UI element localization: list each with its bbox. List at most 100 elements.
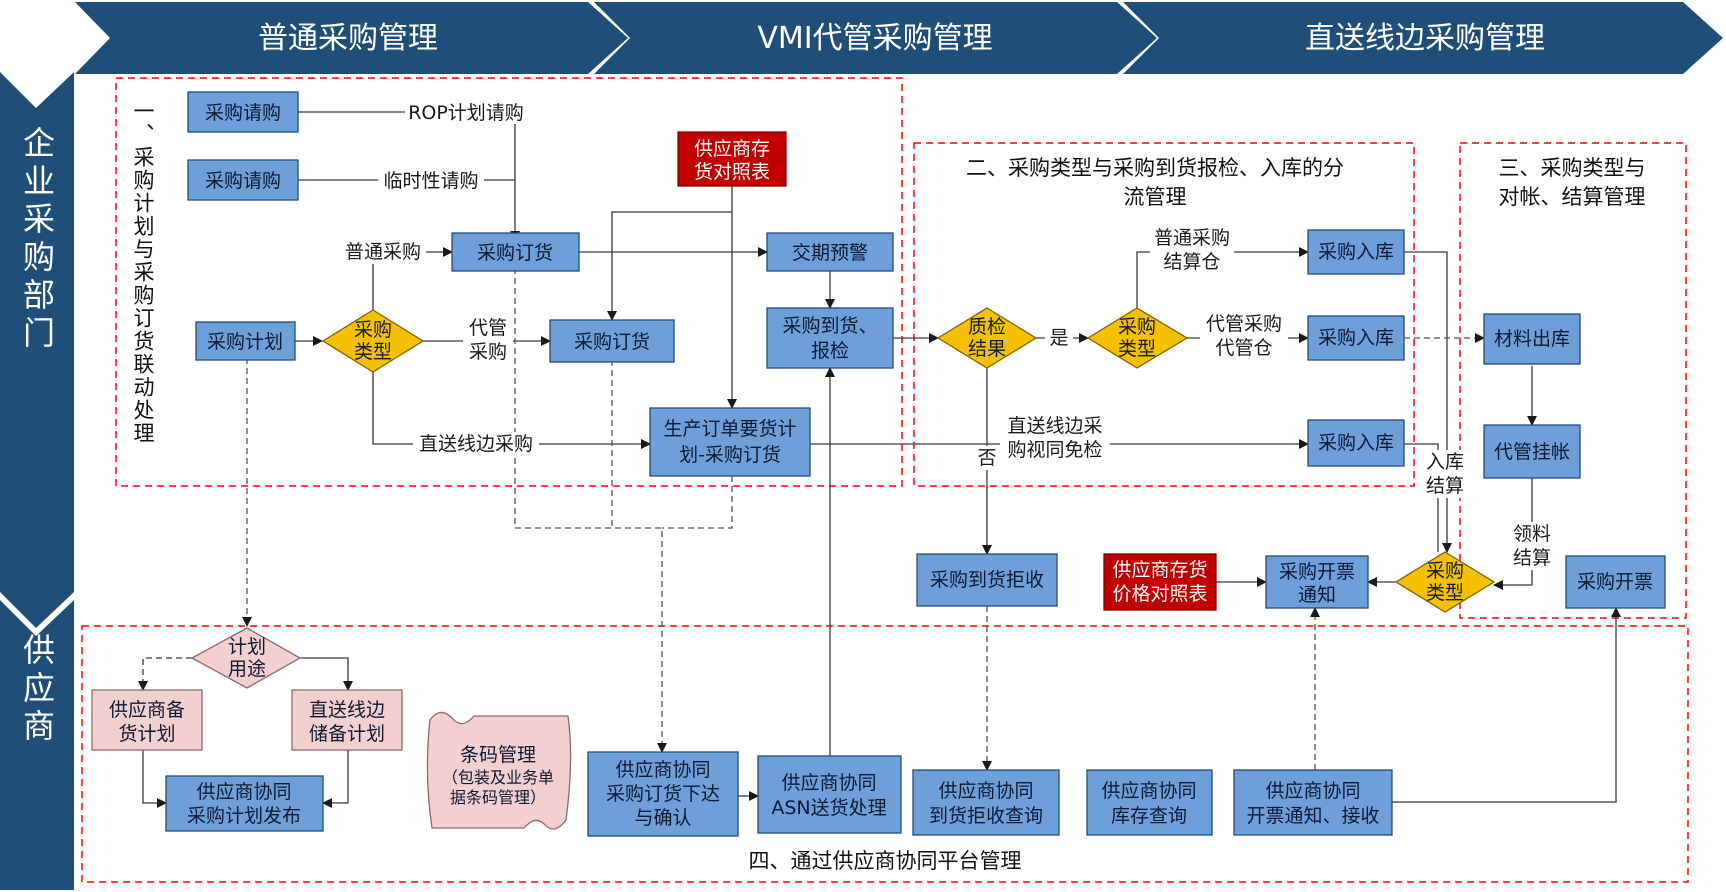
decision-ptype-label-2: 类型 — [354, 341, 392, 363]
box-price-table-label-1: 供应商存货 — [1112, 559, 1207, 581]
box-collab-reject — [912, 769, 1060, 836]
edge-label-in-settle-2: 结算 — [1426, 475, 1464, 497]
box-supplier-stock-table-label-1: 供应商存 — [694, 138, 770, 160]
box-collab-plan — [165, 775, 324, 832]
edge-use-sup — [138, 657, 192, 691]
box-collab-plan-label-2: 采购计划发布 — [187, 805, 301, 827]
header-tab-1-label: 普通采购管理 — [258, 21, 438, 56]
edge-stock-order2 — [607, 211, 732, 321]
edge-pick-settle — [1493, 478, 1533, 590]
box-prod-order-label-1: 生产订单要货计 — [663, 418, 796, 440]
box-direct-backup-label-1: 直送线边 — [309, 699, 385, 721]
edge-direct-collab — [322, 750, 349, 808]
edge-label-direct-free-1: 直送线边采 — [1007, 415, 1102, 437]
edge-label-normal-wh-1: 普通采购 — [1154, 227, 1230, 249]
section-2-title-line1: 二、采购类型与采购到货报检、入库的分 — [966, 156, 1344, 180]
header-tab-1 — [75, 2, 628, 74]
box-in3-label: 采购入库 — [1318, 432, 1394, 454]
box-req2 — [187, 159, 299, 201]
box-direct-backup — [291, 689, 403, 751]
box-arrival-label-1: 采购到货、 — [782, 315, 877, 337]
decision-qc — [936, 307, 1038, 369]
section-2-frame — [913, 142, 1415, 487]
box-invoice-notice-label-2: 通知 — [1298, 584, 1336, 606]
section-3-frame — [1459, 142, 1687, 619]
side-band-enterprise — [0, 72, 74, 628]
box-price-table — [1103, 553, 1217, 611]
edge-label-rop: ROP计划请购 — [408, 102, 524, 124]
decision-ptype2-label-1: 采购 — [1118, 316, 1156, 338]
edge-orders-collab — [514, 268, 667, 753]
decision-ptype-label-1: 采购 — [354, 319, 392, 341]
box-in1-label: 采购入库 — [1318, 241, 1394, 263]
box-collab-invoice-label-1: 供应商协同 — [1265, 780, 1360, 802]
decision-plan-use-label-1: 计划 — [228, 636, 266, 658]
box-material-out — [1483, 313, 1581, 365]
edge-label-temp: 临时性请购 — [383, 170, 478, 192]
section-1-title: 一、采购计划与采购订货联动处理 — [131, 100, 155, 445]
decision-ptype3-label-2: 类型 — [1426, 582, 1464, 604]
box-collab-stock — [1086, 769, 1213, 836]
edge-collab-invoice — [1392, 607, 1621, 803]
box-collab-plan-label-1: 供应商协同 — [196, 781, 291, 803]
box-invoice-notice-label-1: 采购开票 — [1279, 561, 1355, 583]
decision-ptype3-label-1: 采购 — [1426, 560, 1464, 582]
edge-direct — [372, 372, 651, 449]
section-3-title-line2: 对帐、结算管理 — [1499, 185, 1646, 209]
box-due-warning — [766, 232, 894, 272]
box-collab-order-label-1: 供应商协同 — [615, 759, 710, 781]
box-collab-order — [587, 751, 739, 837]
box-due-warning-label: 交期预警 — [792, 242, 868, 264]
box-in2-label: 采购入库 — [1318, 327, 1394, 349]
decision-qc-label-2: 结果 — [968, 338, 1006, 360]
box-price-table-label-2: 价格对照表 — [1112, 583, 1207, 605]
box-collab-invoice-label-2: 开票通知、接收 — [1246, 805, 1379, 827]
edge-label-normal: 普通采购 — [345, 241, 421, 263]
box-consign-acct — [1483, 424, 1581, 479]
box-prod-order — [649, 407, 811, 477]
box-collab-reject-label-2: 到货拒收查询 — [929, 805, 1043, 827]
header-tab-3 — [1123, 2, 1723, 74]
box-collab-reject-label-1: 供应商协同 — [938, 780, 1033, 802]
edge-label-consign-1: 代管 — [469, 317, 507, 339]
box-req2-label: 采购请购 — [205, 170, 281, 192]
edge-label-normal-wh-2: 结算仓 — [1163, 251, 1220, 273]
decision-ptype — [321, 309, 425, 373]
box-order2-label: 采购订货 — [574, 331, 650, 353]
box-order2 — [549, 319, 675, 363]
edge-label-direct: 直送线边采购 — [419, 433, 533, 455]
edge-in1 — [1136, 247, 1309, 308]
edge-label-pick-settle-1: 领料 — [1513, 523, 1551, 545]
decision-qc-label-1: 质检 — [968, 316, 1006, 338]
box-collab-stock-label-2: 库存查询 — [1111, 805, 1187, 827]
box-order1 — [451, 232, 580, 272]
decision-ptype2 — [1086, 307, 1189, 369]
section-2-title-line2: 流管理 — [1124, 185, 1187, 209]
box-reject-label: 采购到货拒收 — [930, 569, 1044, 591]
box-in1 — [1307, 229, 1405, 275]
side-supplier-label: 供应商 — [18, 633, 56, 747]
box-in2 — [1307, 315, 1405, 361]
box-barcode-label-3: 据条码管理） — [450, 788, 546, 807]
edge-label-consign-2: 采购 — [469, 341, 507, 363]
edge-label-consign-wh-2: 代管仓 — [1215, 337, 1272, 359]
box-direct-backup-label-2: 储备计划 — [309, 723, 385, 745]
section-4-frame — [81, 625, 1689, 883]
box-in3 — [1307, 419, 1405, 467]
box-material-out-label: 材料出库 — [1494, 328, 1570, 350]
box-consign-acct-label: 代管挂帐 — [1494, 441, 1570, 463]
edge-label-direct-free-2: 购视同免检 — [1007, 439, 1102, 461]
box-collab-order-label-3: 与确认 — [634, 807, 691, 829]
box-collab-asn-label-1: 供应商协同 — [781, 772, 876, 794]
box-collab-order-label-2: 采购订货下达 — [606, 783, 720, 805]
side-enterprise-label: 企业采购部门 — [18, 126, 56, 354]
box-req1 — [187, 91, 299, 133]
decision-plan-use — [190, 627, 302, 689]
box-sup-backup — [91, 689, 203, 751]
box-req1-label: 采购请购 — [205, 102, 281, 124]
box-collab-invoice — [1233, 769, 1393, 836]
edge-sup-collab — [142, 750, 167, 808]
edge-label-consign-wh-1: 代管采购 — [1206, 313, 1282, 335]
